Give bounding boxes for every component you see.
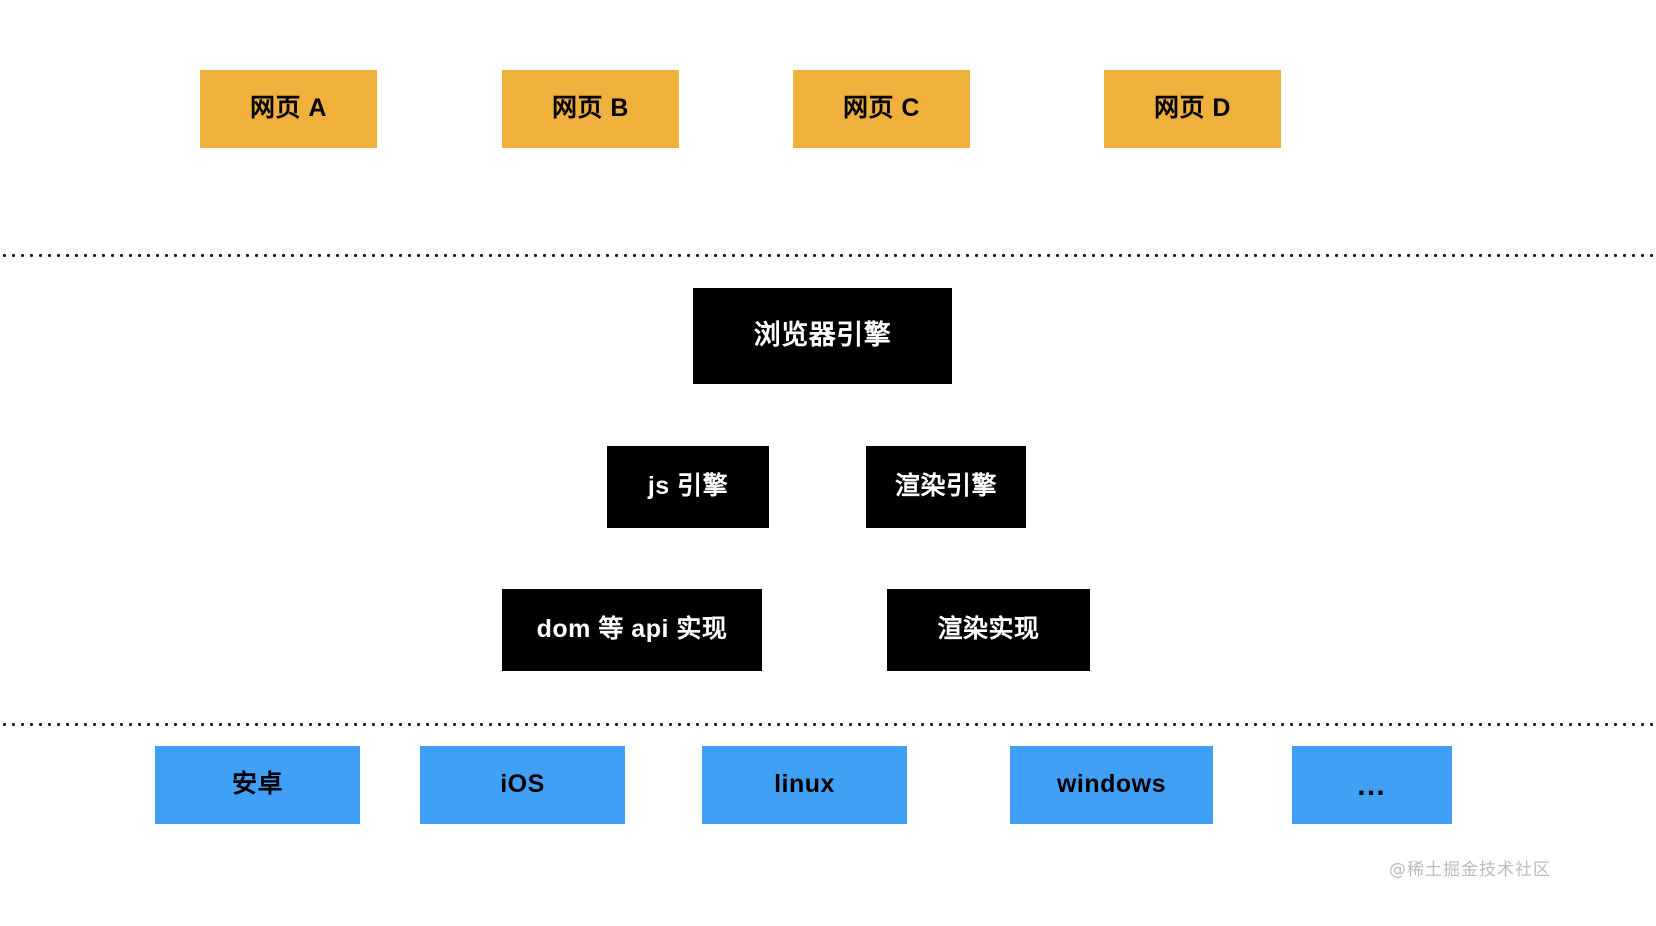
web-page-box-c: 网页 C [793,70,970,148]
dom-api-impl-label: dom 等 api 实现 [536,615,728,644]
os-label-ios: iOS [500,770,545,799]
browser-engine-label: 浏览器引擎 [753,320,892,351]
os-box-ios: iOS [420,746,625,824]
js-engine-box: js 引擎 [607,446,769,528]
render-engine-label: 渲染引擎 [894,472,997,501]
os-label-linux: linux [774,770,835,799]
os-label-windows: windows [1056,770,1167,799]
os-label-android: 安卓 [231,770,283,799]
watermark-text: @稀土掘金技术社区 [1389,860,1551,880]
web-page-box-d: 网页 D [1104,70,1281,148]
render-impl-label: 渲染实现 [937,615,1040,644]
render-impl-box: 渲染实现 [887,589,1090,671]
engine-to-os-divider [0,722,1656,727]
render-engine-box: 渲染引擎 [866,446,1026,528]
web-page-label-a: 网页 A [249,94,327,123]
web-page-label-c: 网页 C [842,94,920,123]
dom-api-impl-box: dom 等 api 实现 [502,589,762,671]
web-to-engine-divider [0,253,1656,258]
os-label-more: … [1356,768,1388,802]
web-page-label-b: 网页 B [551,94,629,123]
os-box-android: 安卓 [155,746,360,824]
web-page-box-b: 网页 B [502,70,679,148]
web-page-box-a: 网页 A [200,70,377,148]
browser-engine-box: 浏览器引擎 [693,288,952,384]
os-box-linux: linux [702,746,907,824]
os-box-windows: windows [1010,746,1213,824]
os-box-more: … [1292,746,1452,824]
js-engine-label: js 引擎 [647,472,729,501]
web-page-label-d: 网页 D [1153,94,1231,123]
